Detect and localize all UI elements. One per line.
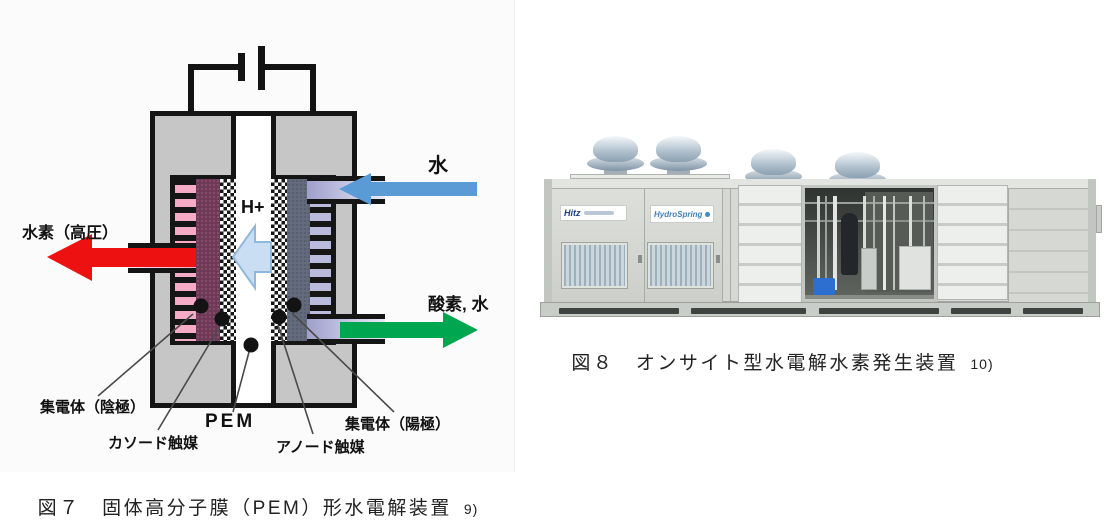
gas-separator-vessel [841, 213, 858, 275]
brand-hydrospring-text: HydroSpring [654, 209, 703, 219]
open-door-right [937, 185, 1008, 300]
brand-plate-hitz: Hitz [560, 205, 627, 221]
fan-dome [656, 136, 701, 162]
figure8-caption-text: 図８ オンサイト型水電解水素発生装置 [571, 353, 959, 374]
battery-terminal-short-icon [238, 53, 245, 81]
vent-fan-1 [587, 136, 644, 178]
label-pem: PEM [205, 411, 256, 432]
door-handle [716, 255, 720, 263]
brand-plate-hydrospring: HydroSpring [650, 205, 714, 223]
process-pipe-horizontal [805, 202, 934, 204]
marker-dot [271, 309, 287, 325]
label-water-in: 水 [428, 155, 448, 177]
brand-hitz-text: Hitz [564, 208, 581, 218]
process-pipe [893, 196, 895, 290]
proton-arrow [231, 222, 272, 292]
bay-floor [805, 295, 934, 299]
label-anode-catalyst: アノード触媒 [276, 439, 365, 456]
process-pipe [825, 196, 827, 290]
figure8-caption: 図８ オンサイト型水電解水素発生装置 10) [540, 348, 1025, 375]
leader-line [291, 312, 395, 413]
label-oxygen-out: 酸素, 水 [428, 295, 489, 314]
corner-post-right [1088, 179, 1096, 302]
battery-wire [188, 64, 243, 70]
figure8-caption-ref: 10) [970, 356, 994, 372]
figure7-caption-text: 図７ 固体高分子膜（PEM）形水電解装置 [37, 498, 452, 519]
closed-end-panel [1008, 189, 1088, 302]
figure7-pem-diagram: 水素（高圧） 水 酸素, 水 H+ 集電体（陰極） カソード触媒 PEM アノー… [0, 0, 516, 529]
figure8-equipment-photo: Hitz HydroSpring [540, 105, 1102, 320]
control-cabinet [899, 246, 931, 290]
fan-dome [835, 152, 880, 178]
process-pipe-horizontal [805, 220, 934, 222]
hydrogen-arrow [47, 234, 196, 281]
process-pipe [883, 196, 886, 290]
cathode-current-collector [196, 179, 220, 341]
battery-wire [310, 64, 316, 116]
label-cathode-catalyst: カソード触媒 [108, 435, 199, 452]
leader-line [157, 325, 221, 431]
hydrospring-logo-mark-icon [705, 211, 710, 217]
brand-hitz-subtext-blur [583, 211, 614, 215]
anode-catalyst-layer [271, 179, 287, 341]
equipment-bay [802, 185, 937, 302]
louver-grille-2 [648, 243, 713, 288]
leader-line [97, 313, 194, 397]
process-pipe [873, 196, 875, 290]
marker-dot [193, 298, 209, 314]
process-pipe [833, 196, 837, 290]
process-pipe [923, 196, 925, 290]
corner-post-left [544, 179, 552, 302]
diagram-annotations [47, 173, 478, 435]
door-handle [638, 255, 642, 263]
skid-slot [951, 308, 1011, 314]
label-proton: H+ [241, 197, 265, 217]
marker-dot [286, 297, 302, 313]
fan-dome [593, 136, 638, 162]
label-collector-anode: 集電体（陽極） [345, 416, 451, 433]
open-door-left [738, 185, 802, 303]
process-pipe [817, 196, 820, 290]
skid-slot [819, 308, 939, 314]
skid-slot [691, 308, 806, 314]
louver-grille-1 [562, 243, 627, 288]
battery-terminal-long-icon [258, 46, 265, 90]
fan-pedestal [604, 168, 627, 178]
figure7-caption-ref: 9) [463, 501, 479, 517]
leader-line [232, 351, 250, 413]
skid-slot [1023, 308, 1083, 314]
vent-fan-2 [650, 136, 707, 178]
figure7-caption: 図７ 固体高分子膜（PEM）形水電解装置 9) [0, 493, 516, 520]
process-pipe [909, 196, 912, 290]
fan-pedestal [667, 168, 690, 178]
blue-pump [813, 278, 835, 295]
base-skid [540, 302, 1100, 317]
skid-slot [559, 308, 679, 314]
panel-seam [730, 189, 731, 302]
oxygen-arrow [340, 312, 478, 348]
label-collector-cathode: 集電体（陰極） [40, 399, 146, 416]
cathode-catalyst-layer [220, 179, 236, 341]
battery-wire [188, 64, 194, 116]
fan-dome [751, 149, 796, 175]
process-pipe [863, 196, 866, 290]
battery-wire [263, 64, 316, 70]
small-tank [861, 248, 877, 290]
side-tab [1096, 205, 1102, 233]
marker-dot [243, 337, 259, 353]
water-arrow [339, 173, 477, 205]
label-hydrogen-out: 水素（高圧） [22, 225, 119, 242]
roof-lip [570, 174, 730, 179]
marker-dot [214, 311, 230, 327]
leader-line [277, 324, 314, 435]
